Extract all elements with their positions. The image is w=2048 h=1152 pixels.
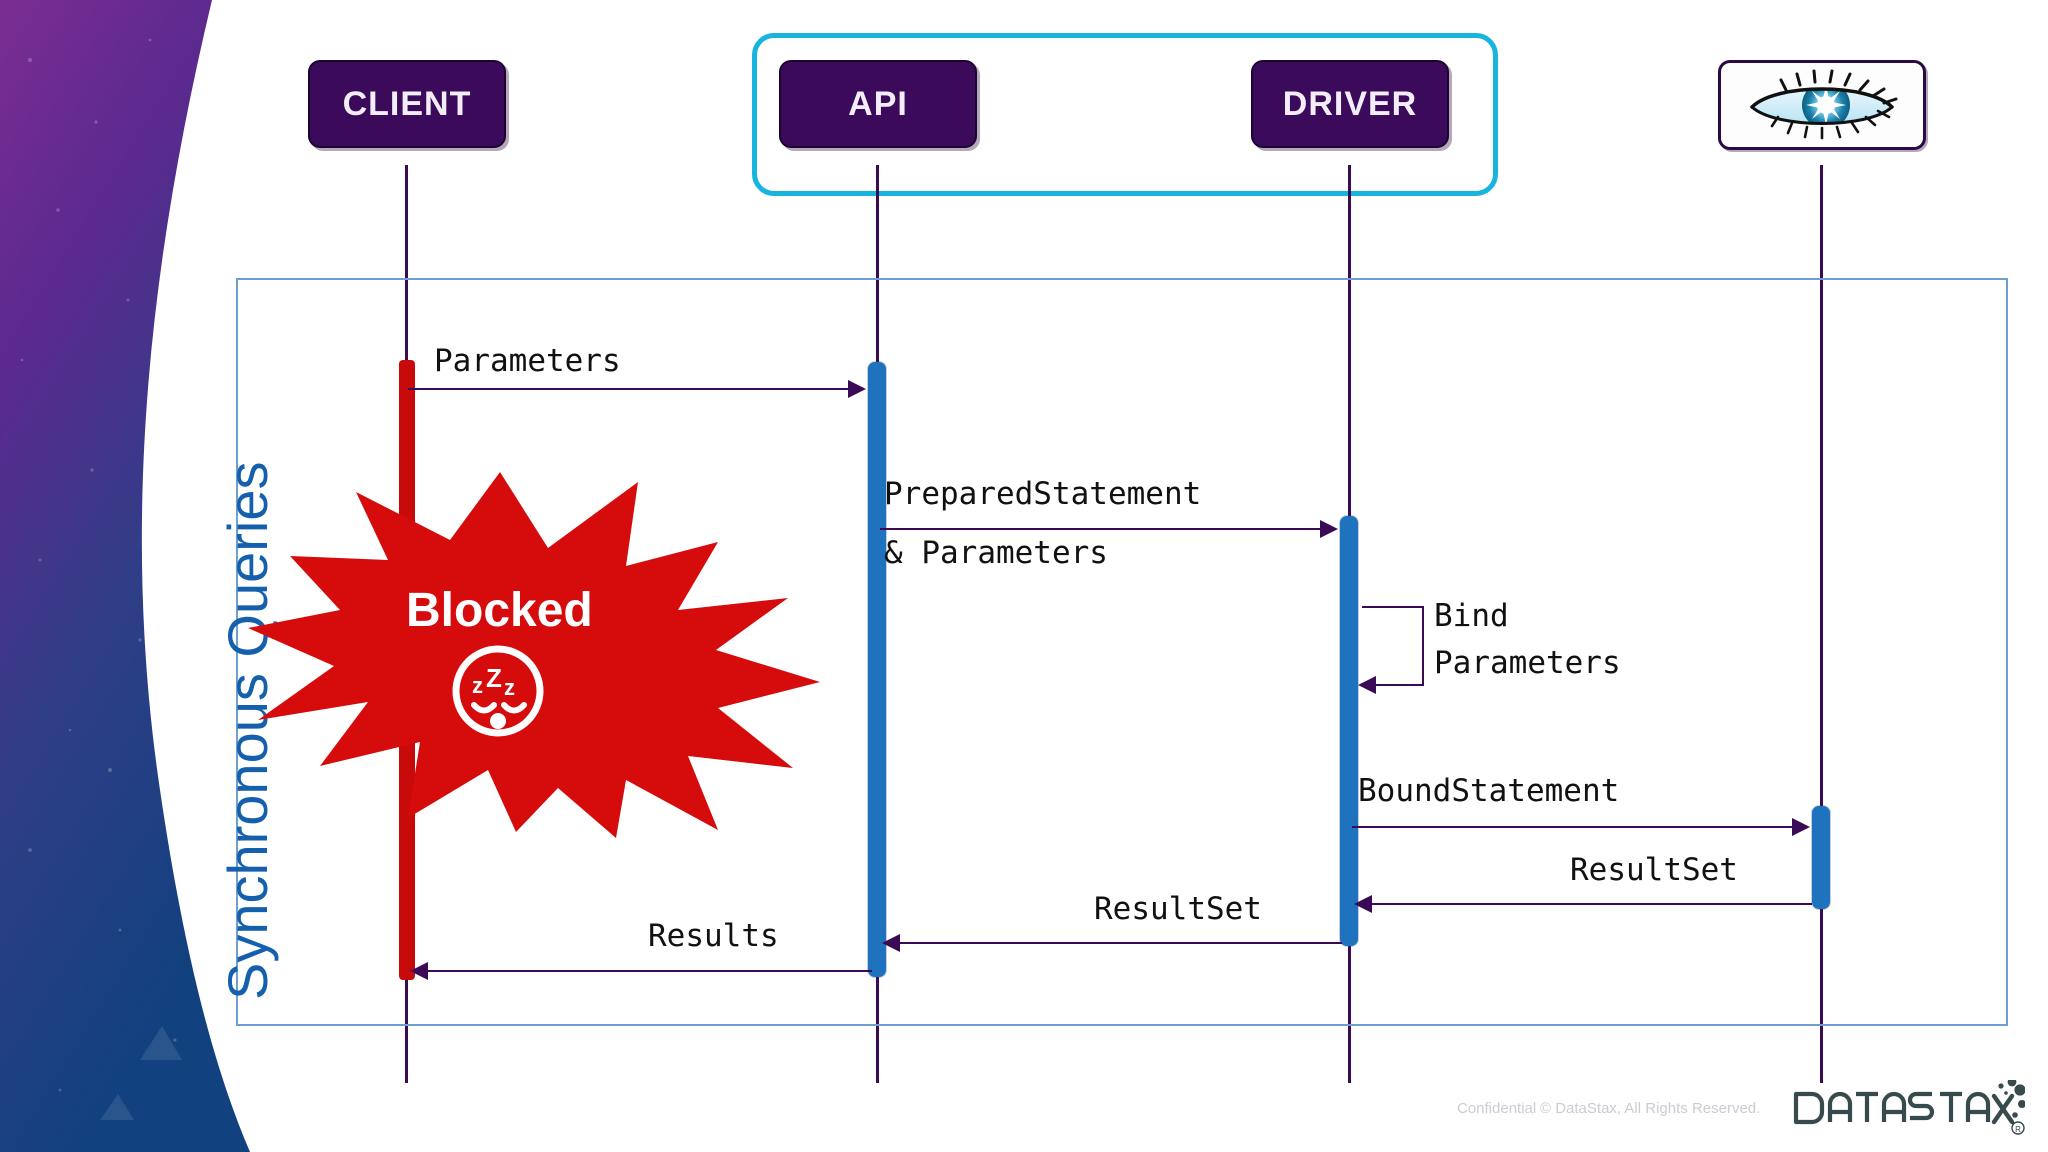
svg-text:z: z: [504, 675, 515, 700]
actor-label-client: CLIENT: [342, 85, 472, 123]
datastax-dots-icon: [1998, 1077, 2026, 1118]
svg-text:z: z: [472, 673, 483, 698]
datastax-logo: R: [1790, 1077, 2026, 1142]
message-line-parameters: [408, 388, 848, 390]
activation-client: [399, 360, 415, 980]
sleeping-face-zzz-icon: z Z z: [452, 645, 544, 737]
svg-text:R: R: [2015, 1125, 2021, 1134]
section-title-synchronous-queries: Synchronous Queries: [216, 461, 279, 1000]
message-label-boundstatement: BoundStatement: [1358, 773, 1620, 809]
actor-label-driver: DRIVER: [1282, 85, 1418, 123]
lifeline-cassandra: [1820, 165, 1823, 1083]
selfmessage-bottom-line-bind: [1376, 684, 1424, 686]
message-arrowhead-resultset-api: [882, 934, 900, 952]
message-label-preparedstatement: PreparedStatement: [884, 476, 1202, 512]
svg-text:Z: Z: [486, 663, 502, 693]
message-arrowhead-parameters: [848, 380, 866, 398]
actor-box-driver[interactable]: DRIVER: [1251, 60, 1449, 148]
message-arrowhead-boundstatement: [1792, 818, 1810, 836]
footer-copyright: © DataStax, All Rights Reserved.: [1540, 1100, 1761, 1117]
actor-box-cassandra[interactable]: [1718, 60, 1926, 150]
message-label-preparedstatement-params: & Parameters: [884, 535, 1108, 571]
message-label-bind-parameters: Parameters: [1434, 645, 1621, 681]
activation-cassandra: [1812, 806, 1830, 909]
message-line-boundstatement: [1352, 826, 1792, 828]
message-line-results: [428, 970, 872, 972]
synchronous-queries-frame: [236, 278, 2008, 1026]
message-arrowhead-preparedstatement: [1320, 520, 1338, 538]
actor-label-api: API: [848, 85, 908, 123]
message-label-results: Results: [648, 918, 779, 954]
message-line-preparedstatement: [880, 528, 1320, 530]
actor-box-client[interactable]: CLIENT: [308, 60, 506, 148]
message-label-resultset-api: ResultSet: [1094, 891, 1262, 927]
message-arrowhead-resultset-cassandra: [1354, 895, 1372, 913]
selfmessage-top-line-bind: [1362, 606, 1424, 608]
selfmessage-right-line-bind: [1422, 606, 1424, 686]
message-label-bind: Bind: [1434, 598, 1509, 634]
footer-confidential: Confidential: [1457, 1100, 1537, 1117]
message-label-parameters: Parameters: [434, 343, 621, 379]
message-line-resultset-api: [900, 942, 1342, 944]
api-driver-highlight-box: [752, 33, 1498, 196]
blocked-burst-label: Blocked: [406, 584, 593, 637]
activation-driver: [1340, 516, 1358, 946]
actor-box-api[interactable]: API: [779, 60, 977, 148]
cassandra-eye-icon: [1734, 69, 1910, 141]
message-label-resultset-cassandra: ResultSet: [1570, 852, 1738, 888]
message-line-resultset-cassandra: [1372, 903, 1812, 905]
selfmessage-arrowhead-bind: [1358, 676, 1376, 694]
message-arrowhead-results: [410, 962, 428, 980]
activation-api: [868, 362, 886, 977]
